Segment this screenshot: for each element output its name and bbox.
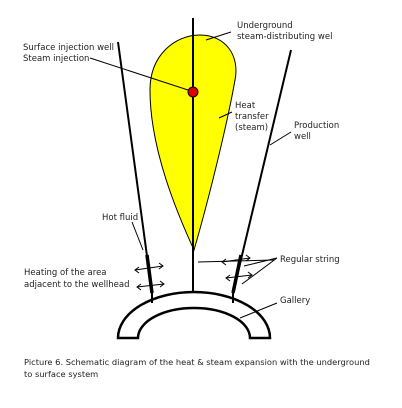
- heat-arrows-left: [134, 262, 165, 291]
- label-heat-transfer-1: Heat: [235, 101, 256, 111]
- label-production-well-2: well: [294, 132, 311, 142]
- label-heating-area-1: Heating of the area: [24, 268, 107, 278]
- label-surface-injection-1: Surface injection well: [23, 43, 114, 53]
- production-well-line: [232, 49, 292, 294]
- leader-lines: [89, 31, 292, 319]
- label-hot-fluid: Hot fluid: [102, 213, 138, 223]
- heat-arrows-right: [221, 254, 253, 282]
- regular-string-left: [145, 254, 154, 294]
- label-underground-well-2: steam-distributing wel: [237, 32, 332, 42]
- caption-line-1: Picture 6. Schematic diagram of the heat…: [24, 357, 370, 367]
- injection-well-line: [117, 41, 153, 294]
- caption-line-2: to surface system: [24, 369, 98, 379]
- injection-point: [187, 86, 199, 98]
- label-surface-injection-2: Steam injection: [23, 54, 89, 64]
- label-production-well-1: Production: [294, 121, 339, 131]
- label-heat-transfer-2: transfer: [235, 112, 269, 122]
- label-underground-well-1: Underground: [237, 21, 293, 31]
- label-heating-area-2: adjacent to the wellhead: [24, 280, 130, 290]
- label-regular-string: Regular string: [280, 255, 340, 265]
- label-heat-transfer-3: (steam): [235, 123, 268, 133]
- label-gallery: Gallery: [280, 296, 310, 306]
